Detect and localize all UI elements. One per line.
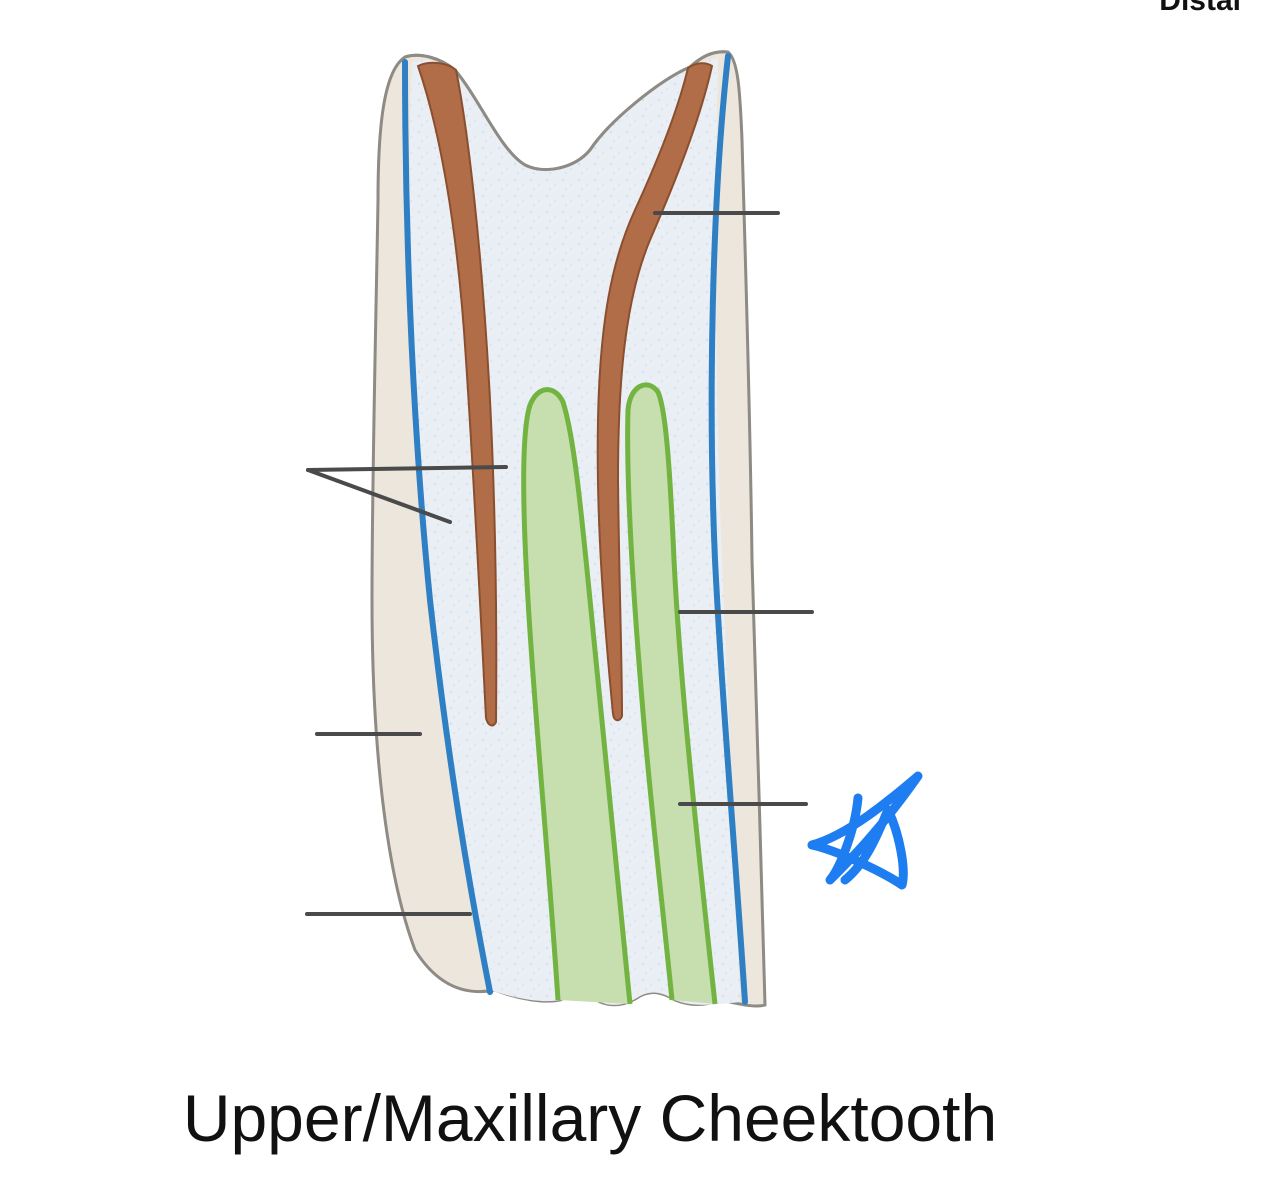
infundibulum-left: [416, 61, 498, 727]
pulp-cavity-right: [625, 382, 718, 1005]
enamel-left: [402, 59, 493, 995]
infundibulum-right: [596, 62, 714, 722]
leader-line-left-upper-b: [306, 468, 452, 524]
star-doodle-icon: [807, 771, 923, 890]
pulp-cavity-left: [521, 387, 633, 1005]
corner-label: Distal: [1159, 0, 1241, 17]
leader-lines: [305, 211, 814, 916]
leader-line-left-upper-a: [306, 465, 508, 472]
figure-caption: Upper/Maxillary Cheektooth: [182, 1081, 998, 1155]
enamel-right: [708, 53, 748, 1005]
